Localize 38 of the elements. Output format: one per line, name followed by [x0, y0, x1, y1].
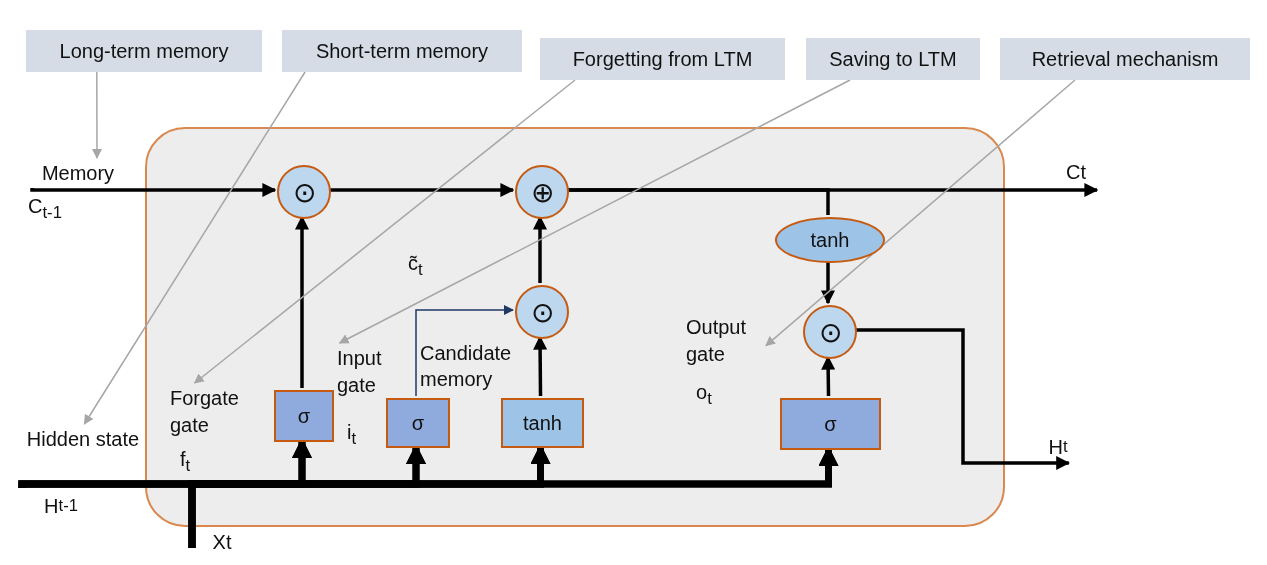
- leader-line: [765, 79, 1076, 347]
- signal-label: Hidden state: [12, 424, 154, 454]
- multiply-operator: ⊙: [277, 165, 331, 219]
- sigmoid-layer: σ: [274, 390, 334, 442]
- leader-line: [193, 79, 576, 384]
- leader-line: [83, 71, 306, 425]
- arrow: [30, 183, 277, 197]
- signal-label: Xt: [192, 528, 240, 556]
- gate-symbol: f$_{t}$: [180, 446, 191, 477]
- arrow: [855, 328, 1071, 470]
- arrow: [415, 305, 514, 397]
- multiply-operator: ⊙: [803, 305, 857, 359]
- gate-label: Output gate: [686, 315, 748, 367]
- gate-label: Input gate: [337, 346, 383, 398]
- callout-label: Long-term memory: [26, 30, 262, 72]
- multiply-operator: ⊙: [515, 285, 569, 339]
- leader-line: [338, 79, 851, 344]
- connector-line: [567, 188, 830, 215]
- math-label: C$_{t-1}$: [28, 194, 63, 224]
- gate-symbol: o$_{t}$: [696, 379, 712, 410]
- callout-label: Short-term memory: [282, 30, 522, 72]
- cell-background: [145, 127, 1005, 527]
- callout-label: Forgetting from LTM: [540, 38, 785, 80]
- annotation-text: Candidate memory: [420, 341, 513, 392]
- tanh-function: tanh: [775, 217, 885, 263]
- math-label: c̃$_{t}$: [408, 251, 424, 281]
- signal-label: Ct: [1055, 155, 1097, 190]
- signal-label: Memory: [28, 158, 128, 188]
- sigmoid-layer: σ: [780, 398, 881, 450]
- leader-line: [92, 71, 102, 159]
- tanh-layer: tanh: [501, 398, 584, 448]
- add-operator: ⊕: [515, 165, 569, 219]
- sigmoid-layer: σ: [386, 398, 450, 448]
- arrow: [329, 183, 515, 197]
- arrow: [821, 261, 835, 305]
- gate-symbol: i$_{t}$: [347, 419, 357, 450]
- callout-label: Saving to LTM: [806, 38, 980, 80]
- callout-label: Retrieval mechanism: [1000, 38, 1250, 80]
